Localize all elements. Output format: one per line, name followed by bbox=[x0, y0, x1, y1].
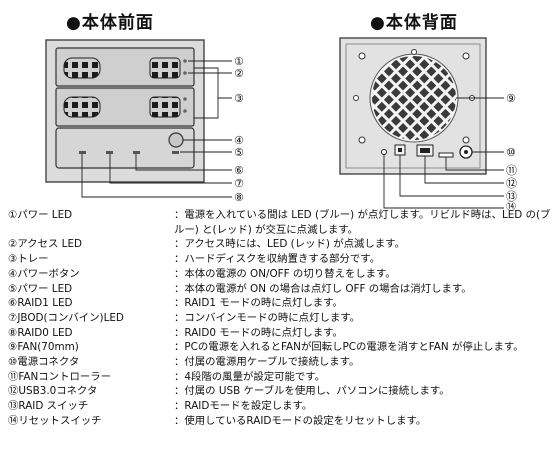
legend-item: ⑥RAID1 LED ：RAID1 モードの時に点灯します。 bbox=[8, 296, 556, 311]
drive-tray-1 bbox=[55, 47, 195, 87]
legend-item: ⑬RAID スイッチ ：RAIDモードを設定します。 bbox=[8, 399, 556, 414]
legend-desc: ：4段階の風量が設定可能です。 bbox=[174, 370, 326, 383]
legend-label: ⑨FAN(70mm) bbox=[8, 341, 79, 354]
legend-desc: ：付属の USB ケーブルを使用し、パソコンに接続します。 bbox=[174, 385, 450, 398]
power-led-front bbox=[172, 151, 179, 154]
marker-6: ⑥ bbox=[234, 164, 244, 177]
legend-desc: ：PCの電源を入れるとFANが回転しPCの電源を消すとFAN が停止します。 bbox=[174, 341, 524, 354]
jbod-led bbox=[106, 151, 113, 154]
power-button[interactable] bbox=[168, 132, 184, 148]
legend-item: ③トレー ：ハードディスクを収納置きする部分です。 bbox=[8, 252, 556, 267]
legend-item: ⑫USB3.0コネクタ ：付属の USB ケーブルを使用し、パソコンに接続します。 bbox=[8, 384, 556, 399]
marker-9: ⑨ bbox=[506, 92, 516, 105]
marker-10: ⑩ bbox=[506, 146, 516, 159]
marker-5: ⑤ bbox=[234, 146, 244, 159]
legend-label: ④パワーボタン bbox=[8, 267, 80, 280]
legend-label: ①パワー LED bbox=[8, 209, 73, 221]
legend-item: ⑭リセットスイッチ ：使用しているRAIDモードの設定をリセットします。 bbox=[8, 414, 556, 429]
marker-7: ⑦ bbox=[234, 177, 244, 190]
legend-list: ①パワー LED ：電源を入れている間は LED (ブルー) が点灯します。リビル… bbox=[8, 208, 556, 429]
marker-12: ⑫ bbox=[506, 177, 517, 190]
access-led bbox=[183, 71, 187, 75]
rear-panel bbox=[339, 37, 487, 175]
screw-icon bbox=[358, 52, 366, 60]
legend-label: ⑫USB3.0コネクタ bbox=[8, 385, 98, 398]
legend-label: ②アクセス LED bbox=[8, 238, 83, 251]
rear-view-title: ●本体背面 bbox=[370, 13, 458, 33]
legend-item: ②アクセス LED ：アクセス時には、LED (レッド) が点滅します。 bbox=[8, 237, 556, 252]
legend-desc: ：ハードディスクを収納置きする部分です。 bbox=[174, 253, 381, 266]
legend-item: ⑪FANコントローラー ：4段階の風量が設定可能です。 bbox=[8, 370, 556, 385]
marker-14: ⑭ bbox=[506, 201, 516, 210]
marker-1: ① bbox=[234, 55, 244, 68]
reset-switch[interactable] bbox=[381, 149, 387, 155]
legend-desc: ：RAID1 モードの時に点灯します。 bbox=[174, 297, 343, 310]
power-led bbox=[183, 59, 187, 63]
front-view-title: ●本体前面 bbox=[66, 13, 154, 33]
legend-desc: ：使用しているRAIDモードの設定をリセットします。 bbox=[174, 414, 427, 427]
legend-label: ⑭リセットスイッチ bbox=[8, 414, 102, 427]
marker-4: ④ bbox=[234, 134, 244, 147]
legend-desc: ：本体の電源の ON/OFF の切り替えをします。 bbox=[174, 267, 396, 280]
legend-label: ⑪FANコントローラー bbox=[8, 370, 112, 383]
legend-item: ⑧RAID0 LED ：RAID0 モードの時に点灯します。 bbox=[8, 326, 556, 341]
legend-desc: ：付属の電源用ケーブルで接続します。 bbox=[174, 356, 360, 369]
fan-grille bbox=[369, 53, 459, 143]
legend-label: ③トレー bbox=[8, 253, 49, 266]
legend-label: ⑧RAID0 LED bbox=[8, 326, 73, 339]
legend-item: ⑩電源コネクタ ：付属の電源用ケーブルで接続します。 bbox=[8, 355, 556, 370]
marker-13: ⑬ bbox=[506, 190, 517, 203]
legend-label: ⑥RAID1 LED bbox=[8, 297, 73, 310]
marker-11: ⑪ bbox=[506, 164, 517, 177]
legend-item: ④パワーボタン ：本体の電源の ON/OFF の切り替えをします。 bbox=[8, 267, 556, 282]
legend-label: ⑦JBOD(コンバイン)LED bbox=[8, 311, 124, 324]
legend-desc: ：電源を入れている間は LED (ブルー) が点灯します。リビルド時は、LED … bbox=[174, 209, 551, 236]
marker-3: ③ bbox=[234, 92, 244, 105]
legend-item: ⑤パワー LED ：本体の電源が ON の場合は点灯し OFF の場合は消灯します… bbox=[8, 282, 556, 297]
legend-label: ⑤パワー LED bbox=[8, 282, 73, 295]
fan-controller[interactable] bbox=[438, 152, 454, 158]
drive-tray-2 bbox=[55, 87, 195, 127]
front-panel bbox=[45, 39, 205, 183]
screw-icon bbox=[462, 52, 470, 60]
legend-desc: ：アクセス時には、LED (レッド) が点滅します。 bbox=[174, 238, 405, 251]
legend-item: ⑨FAN(70mm) ：PCの電源を入れるとFANが回転しPCの電源を消すとFAN… bbox=[8, 340, 556, 355]
enclosure-diagram: ① ② ③ ④ ⑤ ⑥ ⑦ ⑧ bbox=[45, 37, 517, 210]
screw-icon bbox=[411, 49, 417, 55]
marker-8: ⑧ bbox=[234, 191, 244, 204]
legend-desc: ：コンバインモードの時に点灯します。 bbox=[174, 311, 360, 324]
legend-item: ①パワー LED ：電源を入れている間は LED (ブルー) が点灯します。リビル… bbox=[8, 208, 556, 237]
screw-icon bbox=[353, 95, 359, 101]
raid0-led bbox=[133, 151, 140, 154]
legend-desc: ：RAIDモードを設定します。 bbox=[174, 400, 313, 413]
legend-label: ⑩電源コネクタ bbox=[8, 356, 80, 369]
legend-item: ⑦JBOD(コンバイン)LED ：コンバインモードの時に点灯します。 bbox=[8, 311, 556, 326]
legend-desc: ：本体の電源が ON の場合は点灯し OFF の場合は消灯します。 bbox=[174, 282, 472, 295]
screw-icon bbox=[358, 136, 366, 144]
marker-2: ② bbox=[234, 67, 244, 80]
legend-label: ⑬RAID スイッチ bbox=[8, 400, 89, 413]
screw-icon bbox=[462, 136, 470, 144]
raid1-led bbox=[79, 151, 86, 154]
legend-desc: ：RAID0 モードの時に点灯します。 bbox=[174, 326, 343, 339]
